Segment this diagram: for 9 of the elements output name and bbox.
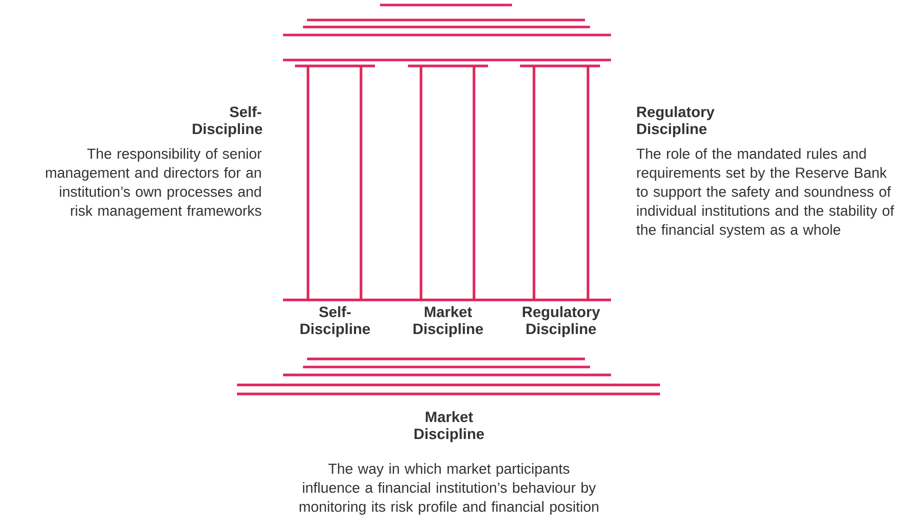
pillar-description: The way in which market participants influence a financial institution’s behaviour by monitoring its risk profile and financial position	[300, 463, 598, 515]
column-label: Regulatory Discipline	[522, 306, 600, 338]
pillar-heading: Self-Discipline	[192, 106, 262, 138]
column-label: Self-Discipline	[300, 306, 370, 338]
pillar-heading: Regulatory Discipline	[637, 106, 714, 138]
column-label: Market Discipline	[414, 306, 483, 338]
pillar-description: The responsibility of senior management and directors for an institution’s own processes and risk management frameworks	[46, 148, 262, 219]
pillar-heading: Market Discipline	[414, 411, 484, 442]
pillar-description: The role of the mandated rules and requirements set by the Reserve Bank to support the safety and soundness of individual institutions and the stability of the financial system as a whole	[636, 148, 894, 238]
